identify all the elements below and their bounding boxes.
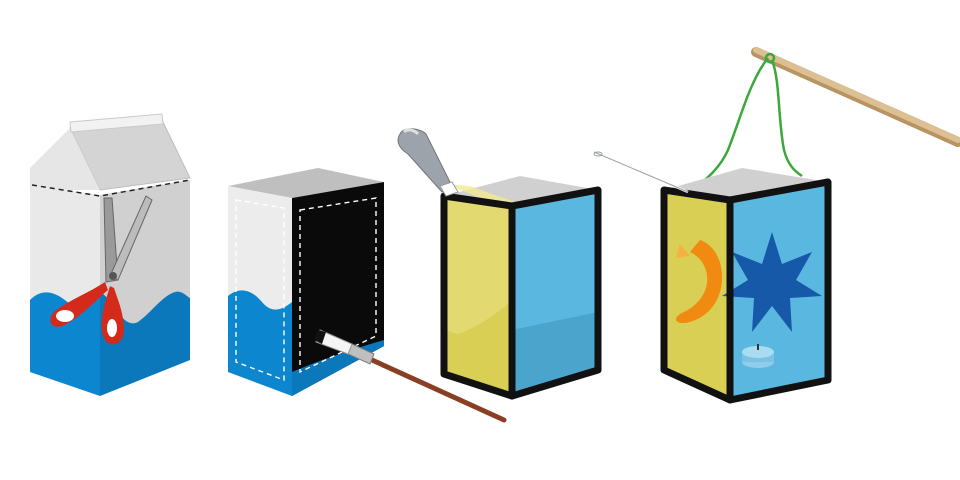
paintbrush-icon xyxy=(314,329,507,423)
step-2-cut-carton xyxy=(228,168,507,423)
stick-icon xyxy=(751,47,960,147)
star-icon xyxy=(722,232,822,332)
scissors-icon xyxy=(50,195,153,345)
step-1-milk-carton xyxy=(30,113,191,396)
step-3-painted-lantern xyxy=(397,128,602,400)
glue-tube-icon xyxy=(397,128,459,197)
moon-icon xyxy=(676,240,723,324)
needle-icon xyxy=(593,150,689,194)
step-4-finished-lantern xyxy=(593,47,960,404)
tealight-icon xyxy=(742,344,774,368)
